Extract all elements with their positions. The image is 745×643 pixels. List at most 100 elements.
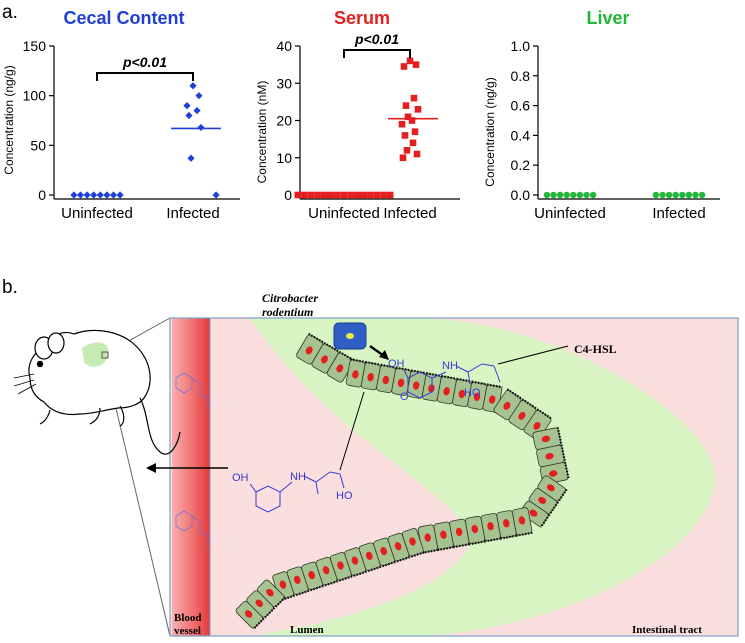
significance-label: p<0.01	[122, 54, 167, 70]
significance-bracket	[96, 72, 194, 81]
epithelial-cell	[373, 537, 396, 568]
data-point	[195, 92, 203, 100]
y-tick-label: 20	[276, 113, 292, 129]
atom-ho: HO	[464, 387, 481, 399]
transport-line	[339, 391, 365, 471]
data-point	[543, 191, 551, 199]
intestinal-tract-label: Intestinal tract	[632, 624, 702, 636]
mouse-illustration	[13, 329, 181, 455]
x-tick-label: Infected	[383, 205, 436, 222]
chart-title: Cecal Content	[63, 8, 184, 28]
data-point	[406, 57, 414, 65]
data-point	[665, 191, 673, 199]
data-point	[679, 191, 686, 199]
c4-hsl-pointer	[497, 345, 569, 365]
blood-vessel-label-line1: Blood	[174, 612, 202, 624]
data-point	[398, 120, 406, 128]
vessel-molecule-bottom	[175, 510, 209, 548]
data-point	[320, 191, 328, 199]
bacterium-label-line2: rodentium	[262, 305, 313, 319]
y-axis-label: Concentration (ng/g)	[483, 77, 497, 186]
chart-title: Serum	[334, 8, 390, 28]
lumen-label: Lumen	[290, 624, 324, 636]
data-point	[685, 191, 693, 199]
vessel-molecule-top	[175, 372, 209, 410]
data-point	[692, 191, 699, 199]
epithelial-cell	[496, 510, 517, 540]
data-point	[672, 191, 679, 199]
mouse-gut-highlight	[82, 342, 109, 367]
y-axis-label: Concentration (nM)	[255, 81, 269, 184]
data-point	[193, 106, 201, 115]
data-point	[103, 191, 111, 199]
mouse-zoom-marker	[101, 351, 109, 359]
epithelial-cell	[508, 398, 538, 431]
data-point	[589, 191, 597, 199]
data-point	[563, 191, 570, 199]
y-tick-label: 0.6	[511, 98, 531, 114]
data-point	[408, 117, 416, 124]
data-point	[116, 191, 124, 199]
data-point	[411, 128, 419, 135]
data-point	[583, 191, 590, 199]
epithelial-cell	[256, 579, 286, 609]
x-tick-label: Infected	[166, 205, 219, 222]
atom-oh-lower: OH	[232, 472, 249, 484]
data-point	[212, 191, 220, 199]
data-point	[183, 102, 191, 110]
data-point	[413, 150, 421, 158]
epithelium-layer	[235, 332, 570, 630]
data-point	[550, 191, 557, 199]
diagram-frame	[169, 317, 739, 637]
data-point	[414, 106, 422, 113]
epithelial-cell	[520, 500, 551, 528]
chart-liver: Liver Concentration (ng/g) 0.00.20.40.60…	[483, 8, 720, 222]
c4-hsl-molecule-upper	[403, 363, 501, 399]
y-tick-label: 0	[284, 187, 292, 203]
y-tick-label: 0.2	[511, 157, 531, 173]
data-point	[307, 191, 315, 199]
data-point	[347, 191, 354, 199]
x-tick-label: Uninfected	[61, 205, 133, 222]
data-point	[334, 191, 341, 199]
blood-vessel	[172, 318, 210, 636]
data-point	[340, 191, 348, 199]
data-point	[373, 191, 381, 199]
atom-nh-lower: NH	[290, 471, 306, 483]
data-point	[570, 191, 577, 199]
bacterium-nucleoid	[346, 333, 354, 339]
y-axis-label: Concentration (ng/g)	[2, 65, 16, 174]
y-tick-label: 50	[30, 137, 46, 153]
data-point	[187, 154, 195, 162]
data-point	[409, 139, 417, 147]
y-tick-label: 0.0	[511, 187, 531, 203]
data-point	[327, 191, 335, 199]
epithelial-cell	[536, 444, 567, 468]
chart-title: Liver	[586, 8, 629, 28]
y-tick-label: 10	[276, 150, 292, 166]
y-tick-label: 30	[276, 75, 292, 91]
epithelial-cell	[436, 374, 457, 405]
data-point	[76, 191, 85, 199]
epithelial-cell	[311, 341, 340, 374]
data-point	[189, 82, 197, 90]
data-point	[301, 191, 308, 199]
y-tick-label: 0.8	[511, 68, 531, 84]
data-point	[399, 154, 407, 162]
data-point	[380, 191, 387, 199]
epithelial-cell	[235, 600, 265, 630]
data-point	[360, 191, 368, 199]
epithelial-cell	[523, 408, 553, 441]
data-point	[197, 123, 205, 132]
data-point	[90, 191, 98, 199]
data-point	[403, 147, 411, 154]
atom-o: O	[400, 391, 409, 403]
bacterium-arrowhead	[379, 350, 389, 360]
epithelial-cell	[345, 358, 366, 388]
c4-hsl-label: C4-HSL	[574, 342, 617, 356]
significance-label: p<0.01	[354, 31, 399, 47]
y-tick-label: 1.0	[511, 38, 531, 54]
data-point	[410, 94, 418, 102]
y-tick-label: 100	[23, 88, 47, 104]
vessel-arrowhead	[146, 463, 156, 473]
